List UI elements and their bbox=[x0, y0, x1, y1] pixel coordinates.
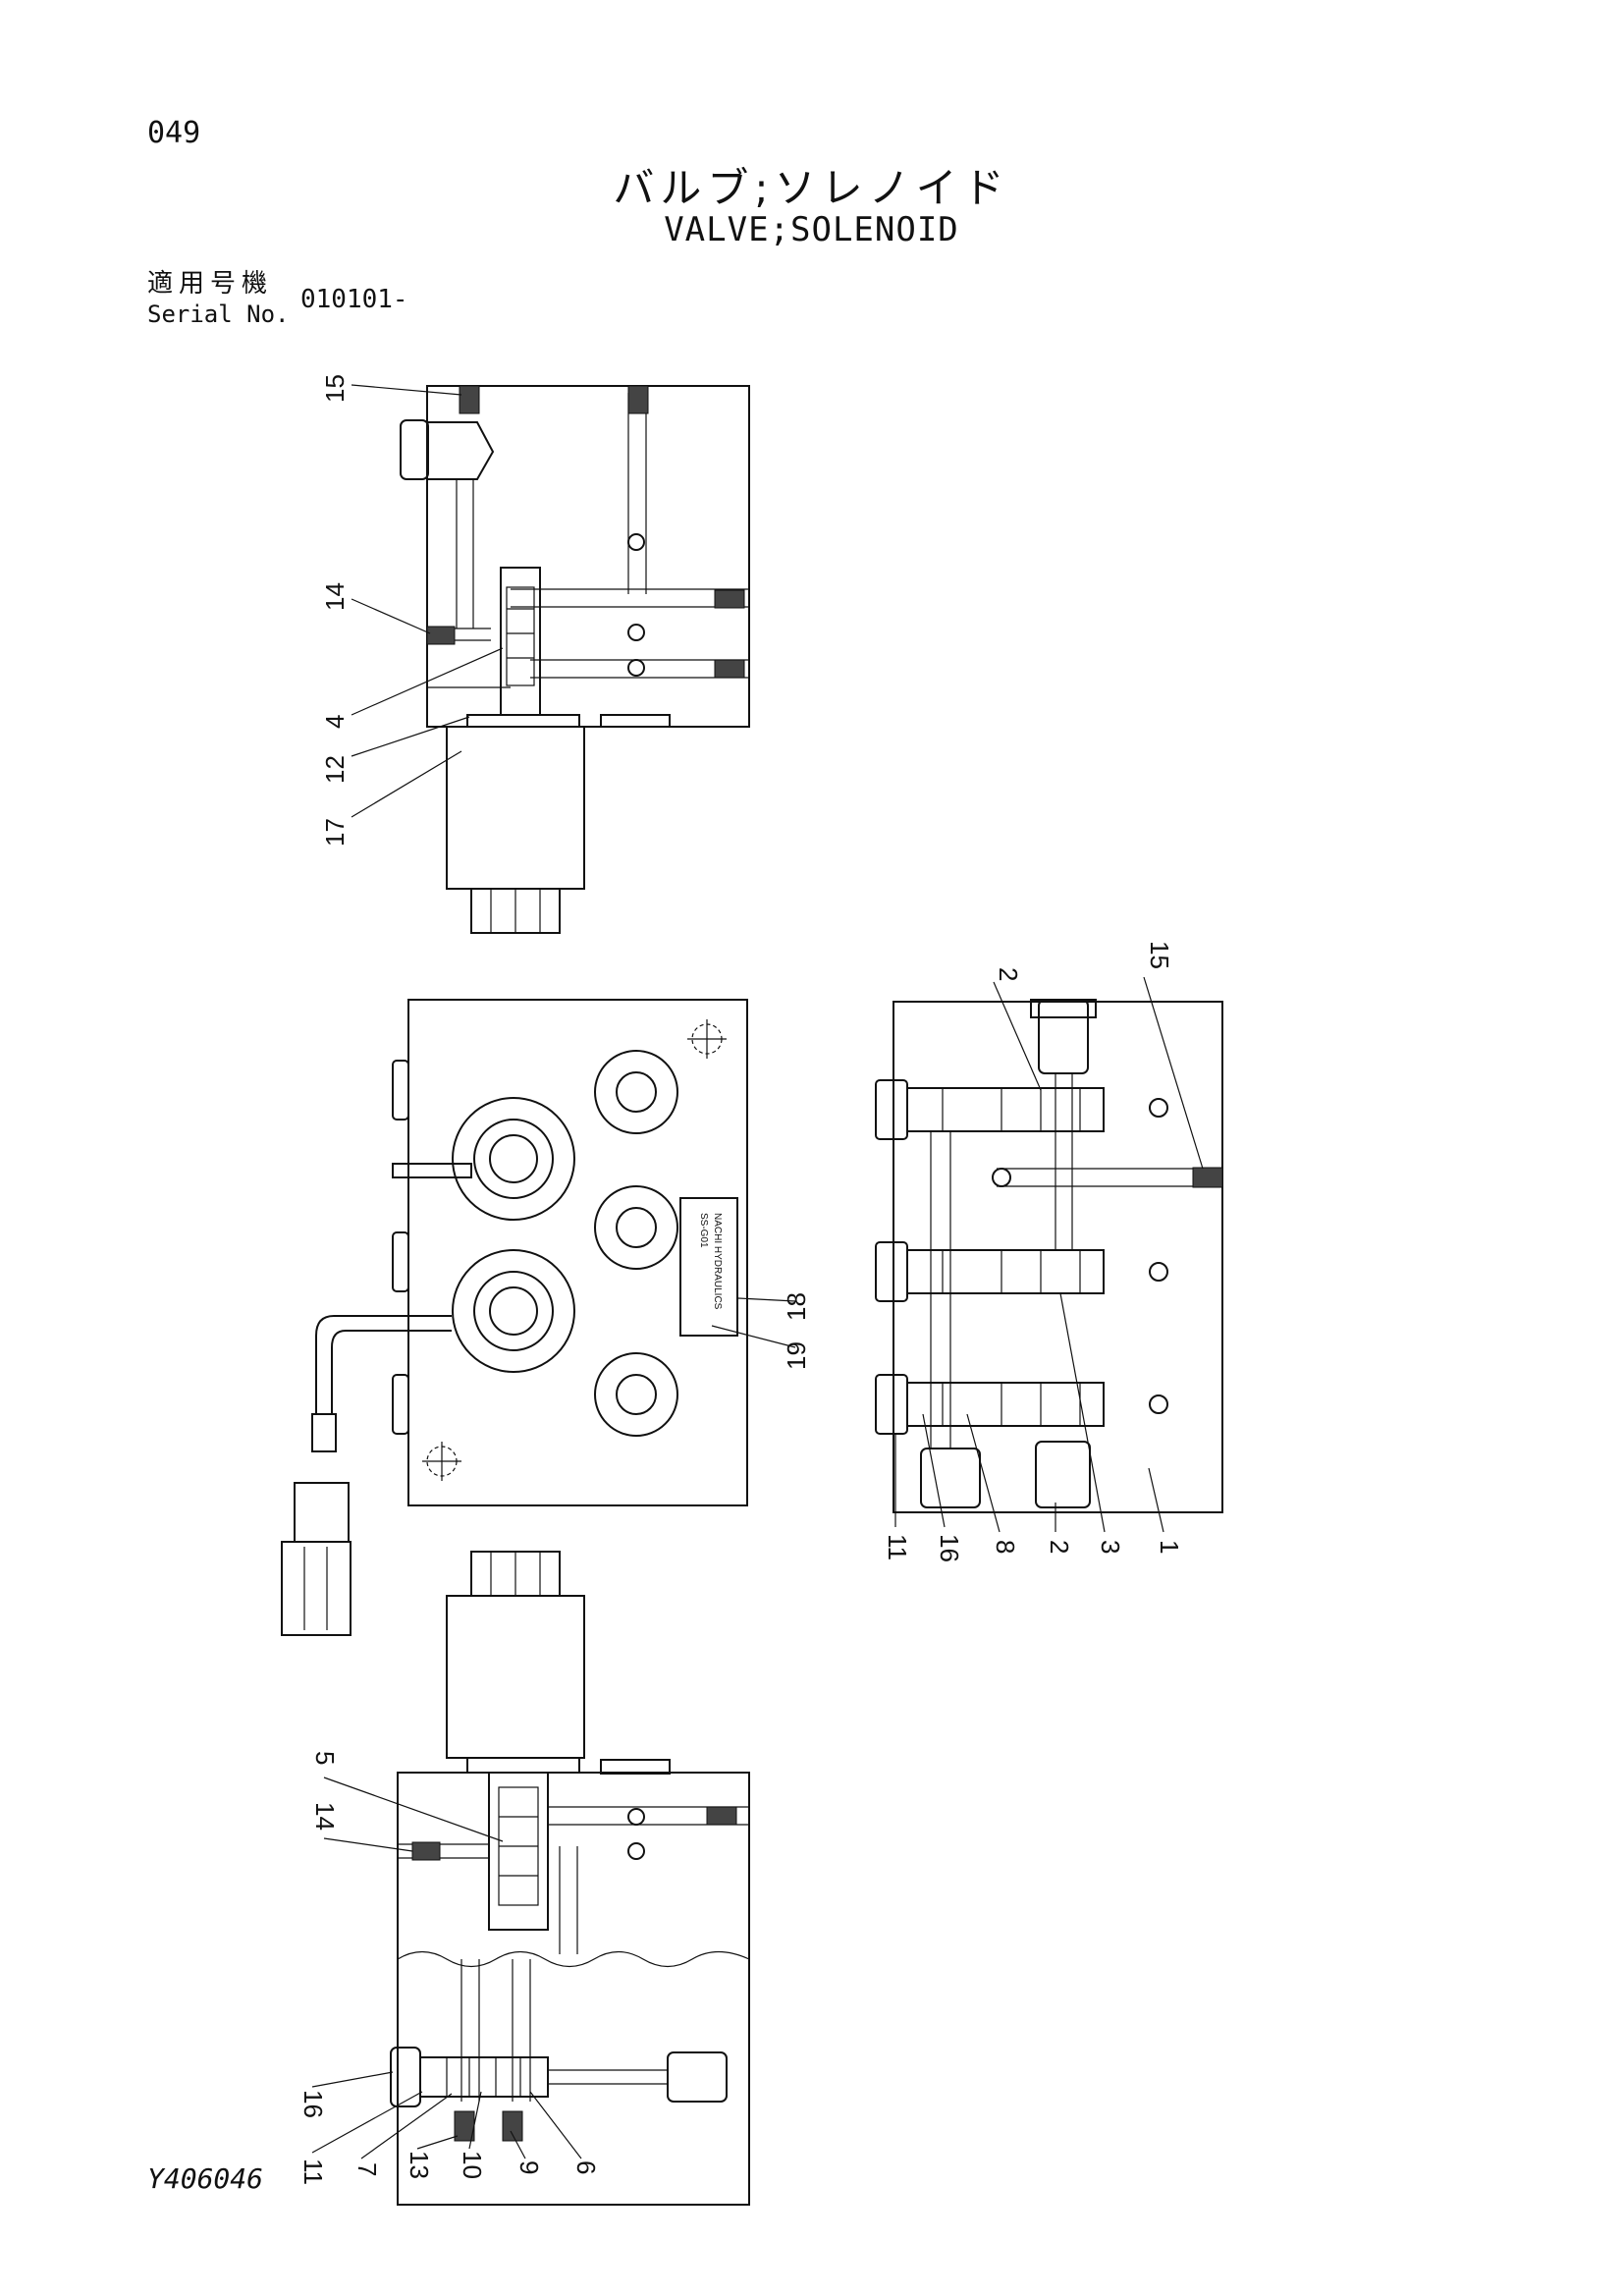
serial-number-value: 010101- bbox=[300, 285, 408, 314]
callout-5-bottom: 5 bbox=[310, 1751, 340, 1765]
page-number: 049 bbox=[147, 116, 201, 150]
bottom-section-view bbox=[390, 1551, 750, 2206]
top-view-callouts: 15 14 4 12 17 bbox=[320, 374, 504, 847]
drawing-code: Y406046 bbox=[147, 2162, 264, 2195]
callout-11-bottom: 11 bbox=[298, 2159, 328, 2185]
plug-14-bottom bbox=[411, 1841, 441, 1861]
connector-plug bbox=[294, 1482, 350, 1543]
nameplate bbox=[679, 1197, 738, 1337]
top-view-body bbox=[426, 385, 750, 728]
callout-15-top: 15 bbox=[320, 374, 350, 403]
callout-19: 19 bbox=[782, 1341, 811, 1370]
side-view bbox=[875, 999, 1223, 1513]
cartridge-row-1 bbox=[875, 1079, 1105, 1140]
plan-view-body bbox=[407, 999, 748, 1506]
callout-15-side: 15 bbox=[1145, 941, 1174, 969]
callout-11-side: 11 bbox=[883, 1534, 912, 1560]
bottom-view-body bbox=[397, 1772, 750, 2206]
serial-label-english: Serial No. bbox=[147, 301, 290, 328]
callout-16-bottom: 16 bbox=[298, 2090, 328, 2118]
callout-18: 18 bbox=[782, 1292, 811, 1321]
callout-10-bottom: 10 bbox=[458, 2151, 487, 2179]
solenoid-cartridge-5 bbox=[488, 1772, 549, 1931]
serial-label-japanese: 適用号機 bbox=[147, 269, 274, 299]
solenoid-coil-17 bbox=[446, 726, 585, 890]
plug-16-bottom bbox=[390, 2047, 421, 2107]
top-section-view bbox=[400, 385, 750, 934]
callout-16-side: 16 bbox=[935, 1534, 964, 1562]
cartridge-row-3 bbox=[875, 1374, 1105, 1435]
solenoid-coil-bottom bbox=[446, 1595, 585, 1759]
callout-2-upper: 2 bbox=[994, 967, 1023, 981]
plug-15 bbox=[459, 385, 480, 414]
callout-4-top: 4 bbox=[320, 715, 350, 729]
callout-1-side: 1 bbox=[1155, 1540, 1184, 1554]
side-view-callouts: 2 15 11 16 8 2 3 1 bbox=[883, 941, 1204, 1562]
plan-view-callouts: 18 19 bbox=[711, 1292, 811, 1370]
callout-14-top: 14 bbox=[320, 582, 350, 611]
top-view-left-plug bbox=[400, 419, 429, 480]
nameplate-line2: SS-G01 bbox=[698, 1213, 709, 1248]
plug-15-side bbox=[1192, 1167, 1223, 1188]
callout-17-top: 17 bbox=[320, 818, 350, 847]
plan-view: NACHI HYDRAULICS SS-G01 bbox=[281, 999, 748, 1636]
callout-7-bottom: 7 bbox=[352, 2162, 382, 2176]
solenoid-nut-lower bbox=[452, 1249, 575, 1373]
callout-2-lower: 2 bbox=[1045, 1540, 1074, 1554]
side-view-body bbox=[893, 1001, 1223, 1513]
callout-6-bottom: 6 bbox=[571, 2160, 601, 2174]
callout-13-bottom: 13 bbox=[405, 2151, 434, 2179]
nameplate-line1: NACHI HYDRAULICS bbox=[712, 1213, 723, 1310]
cartridge-row-2 bbox=[875, 1241, 1105, 1302]
title-japanese: バルブ;ソレノイド bbox=[613, 164, 1010, 212]
callout-12-top: 12 bbox=[320, 755, 350, 784]
callout-3-side: 3 bbox=[1096, 1540, 1125, 1554]
title-english: VALVE;SOLENOID bbox=[664, 210, 959, 249]
plug-14 bbox=[426, 626, 456, 645]
callout-14-bottom: 14 bbox=[310, 1802, 340, 1831]
callout-8-side: 8 bbox=[991, 1540, 1020, 1554]
callout-9-bottom: 9 bbox=[514, 2160, 544, 2174]
bottom-view-callouts: 5 14 16 11 7 13 10 9 6 bbox=[298, 1751, 601, 2185]
solenoid-nut-upper bbox=[452, 1097, 575, 1221]
